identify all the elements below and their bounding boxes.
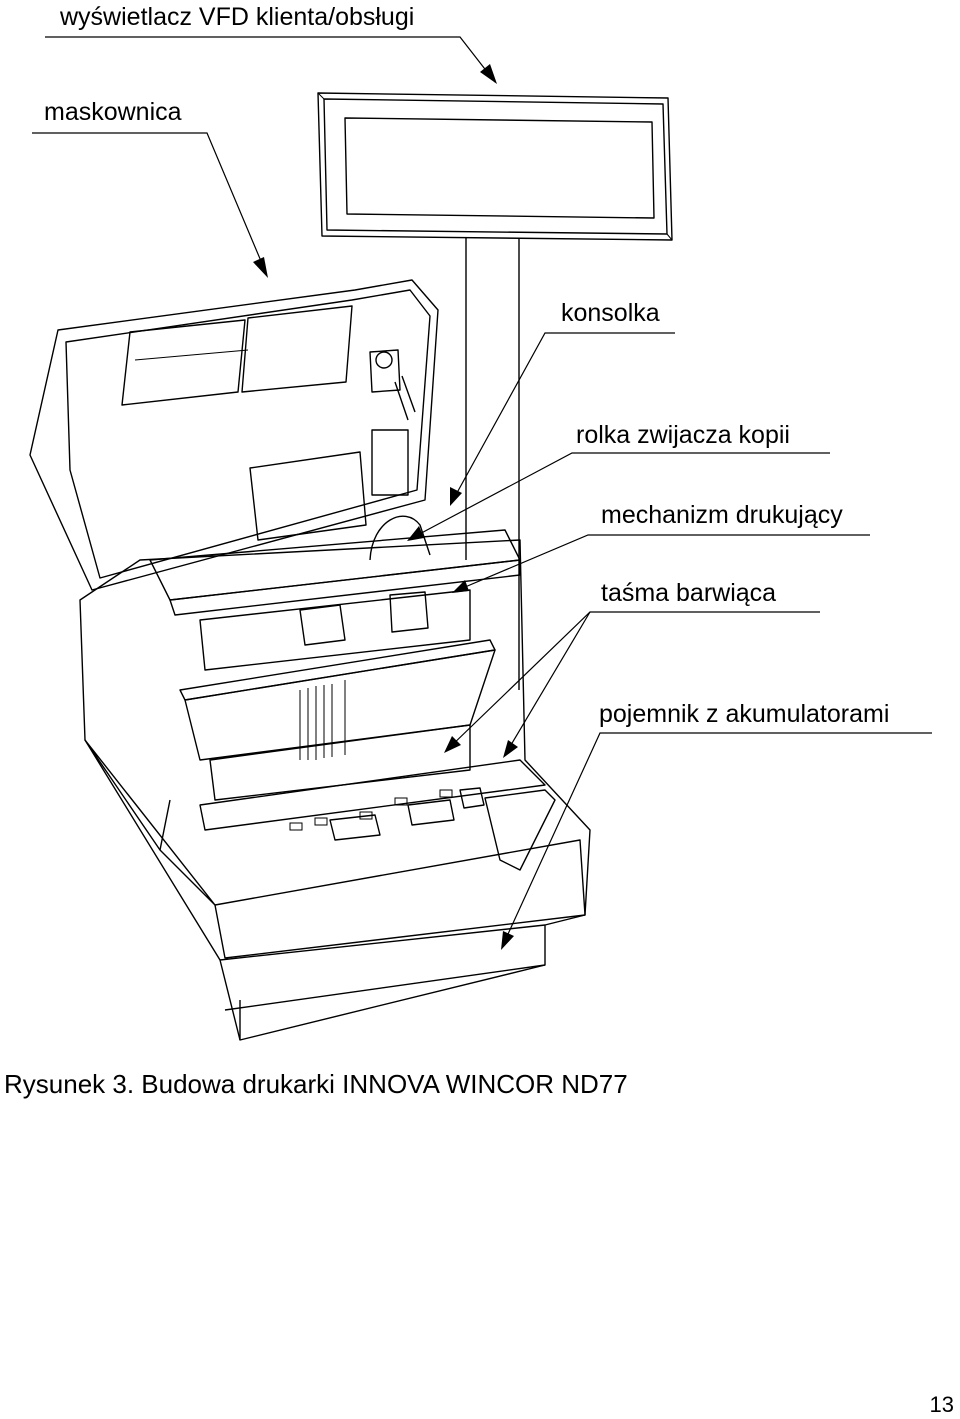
label-battery-box: pojemnik z akumulatorami xyxy=(599,700,890,728)
label-copy-roll: rolka zwijacza kopii xyxy=(576,421,790,449)
label-console: konsolka xyxy=(561,299,660,327)
cover-drawing xyxy=(29,279,439,591)
figure-caption: Rysunek 3. Budowa drukarki INNOVA WINCOR… xyxy=(4,1069,628,1099)
leader-lines xyxy=(32,36,932,950)
label-vfd-display: wyświetlacz VFD klienta/obsługi xyxy=(60,3,415,31)
label-print-mechanism: mechanizm drukujący xyxy=(601,501,843,529)
label-cover: maskownica xyxy=(44,98,182,126)
page-number: 13 xyxy=(929,1392,954,1417)
printer-body-drawing xyxy=(79,515,591,1041)
vfd-display-drawing xyxy=(317,92,673,690)
label-ribbon: taśma barwiąca xyxy=(601,579,777,607)
